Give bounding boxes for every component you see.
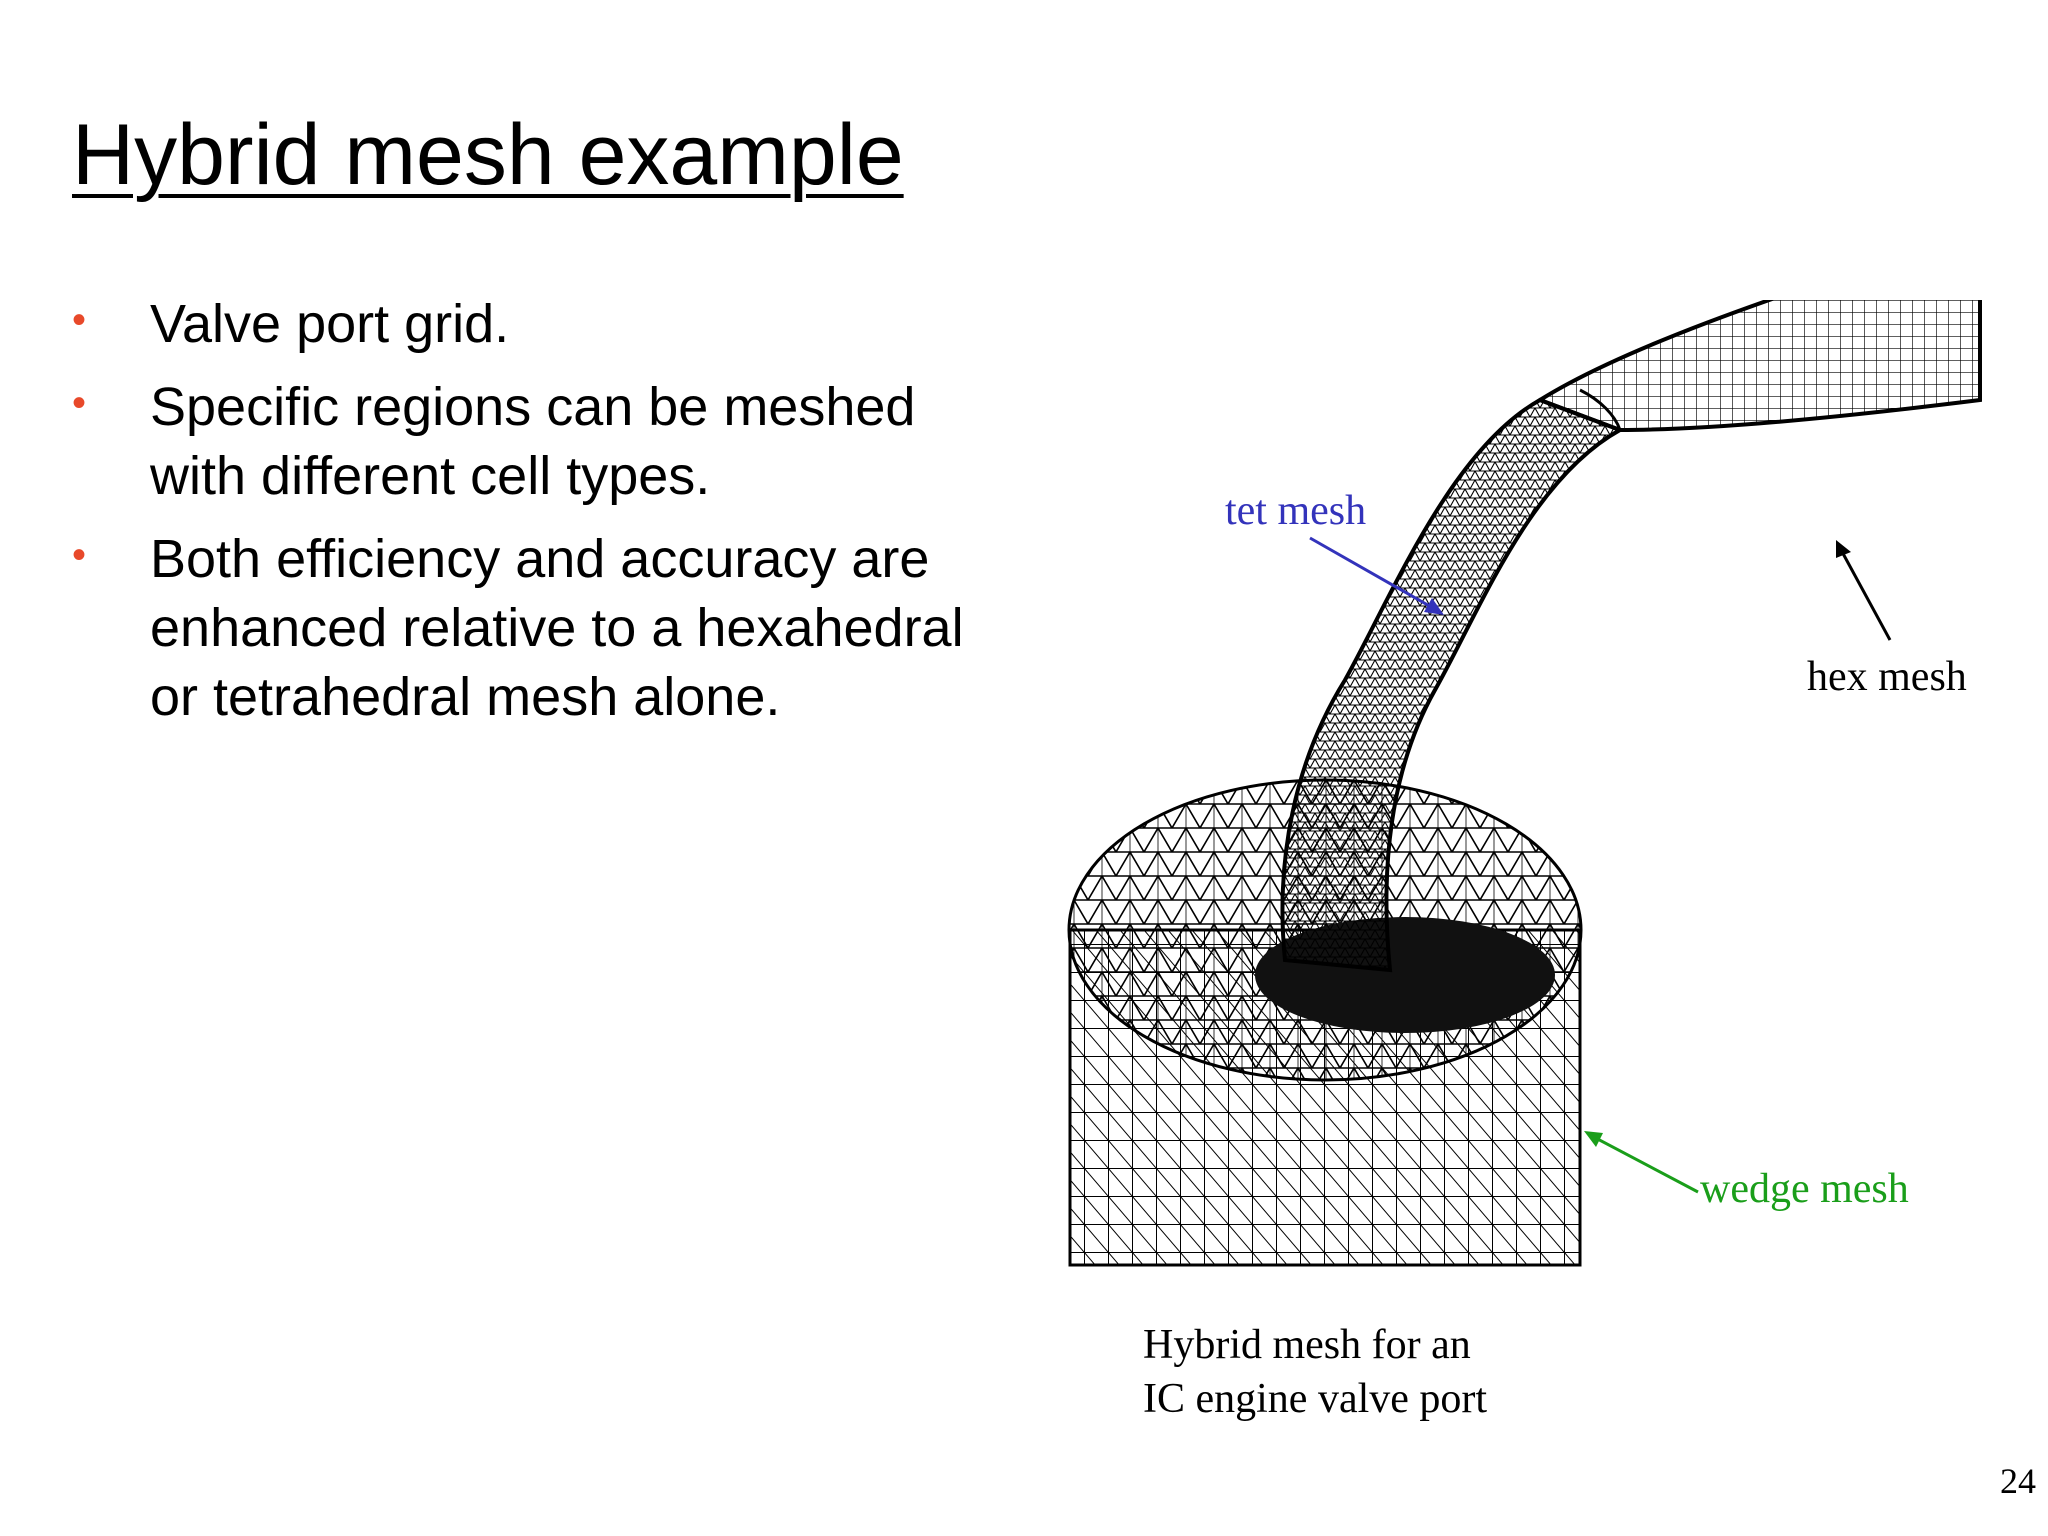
bullet-text: Specific regions can be meshed with diff…	[150, 377, 916, 506]
bullet-list: • Valve port grid. • Specific regions ca…	[72, 290, 1012, 746]
bullet-dot-icon: •	[72, 533, 87, 577]
tet-arrow	[1309, 536, 1444, 615]
page-number: 24	[2000, 1461, 2036, 1501]
bullet-item: • Specific regions can be meshed with di…	[72, 373, 1012, 511]
slide-title: Hybrid mesh example	[72, 107, 904, 203]
bullet-text: Both efficiency and accuracy are enhance…	[150, 529, 964, 727]
caption-line-2: IC engine valve port	[1143, 1376, 1488, 1422]
mesh-illustration	[1067, 300, 1982, 1267]
bullet-dot-icon: •	[72, 381, 87, 425]
hex-mesh-label: hex mesh	[1807, 654, 1967, 700]
bullet-item: • Both efficiency and accuracy are enhan…	[72, 525, 1012, 732]
wedge-arrow	[1584, 1131, 1699, 1194]
tet-mesh-label: tet mesh	[1225, 488, 1367, 534]
caption-line-1: Hybrid mesh for an	[1143, 1322, 1471, 1368]
mesh-figure	[1060, 300, 2020, 1280]
bullet-dot-icon: •	[72, 298, 87, 342]
hex-tube	[1535, 300, 1982, 433]
wedge-mesh-label: wedge mesh	[1700, 1166, 1909, 1212]
bullet-text: Valve port grid.	[150, 294, 510, 354]
bullet-item: • Valve port grid.	[72, 290, 1012, 359]
hex-arrow	[1836, 540, 1892, 641]
figure-caption: Hybrid mesh for an IC engine valve port	[1143, 1318, 1487, 1426]
